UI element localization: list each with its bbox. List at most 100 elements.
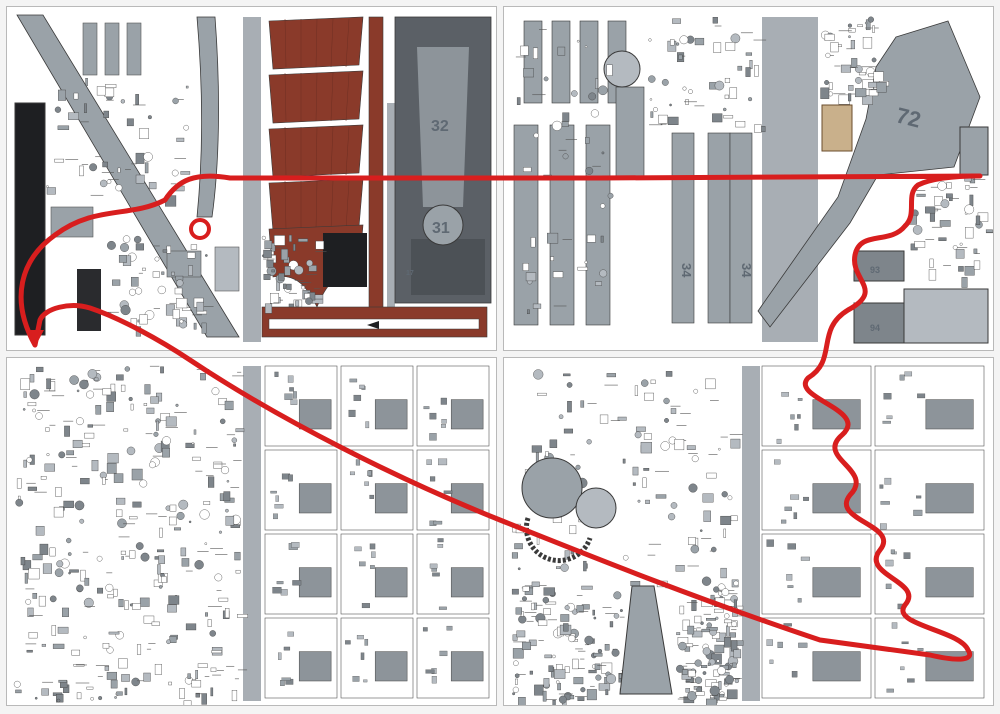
round-part — [576, 39, 580, 43]
round-part — [96, 555, 103, 562]
small-part — [56, 694, 64, 703]
small-part — [678, 54, 683, 60]
small-part — [552, 271, 564, 278]
round-part — [824, 80, 830, 85]
small-part — [15, 689, 22, 694]
part-number-31: 31 — [432, 220, 450, 237]
small-part — [53, 506, 64, 518]
small-part — [522, 586, 530, 592]
round-part — [25, 598, 32, 605]
round-part — [855, 76, 862, 84]
small-part — [118, 255, 127, 263]
small-part — [135, 152, 145, 164]
small-part — [292, 580, 302, 586]
small-part — [27, 402, 37, 407]
small-part — [899, 374, 905, 381]
round-part — [660, 441, 670, 451]
small-part — [288, 234, 292, 242]
small-part — [723, 115, 734, 119]
round-part — [131, 677, 140, 687]
small-part — [675, 565, 685, 572]
round-part — [178, 499, 189, 510]
small-part — [858, 72, 866, 76]
small-part — [201, 693, 207, 705]
small-part — [176, 298, 188, 309]
round-part — [99, 179, 108, 188]
small-part — [886, 415, 893, 420]
small-part — [131, 468, 143, 481]
round-part — [135, 542, 144, 550]
small-part — [522, 263, 529, 271]
small-strip — [104, 22, 120, 76]
small-part — [431, 676, 437, 684]
round-part — [670, 502, 678, 509]
small-part — [180, 547, 187, 557]
small-part — [724, 77, 731, 83]
small-part — [136, 644, 142, 655]
long-strip — [671, 132, 695, 324]
small-part — [135, 243, 144, 251]
round-part — [13, 680, 21, 688]
small-part — [91, 460, 99, 472]
round-part — [176, 279, 184, 287]
small-part — [233, 443, 236, 447]
small-part — [363, 679, 368, 683]
round-part — [66, 537, 72, 544]
small-part — [315, 240, 325, 250]
small-part — [688, 537, 696, 545]
small-part — [563, 428, 574, 434]
small-part — [724, 94, 729, 99]
small-part — [28, 632, 38, 639]
round-part — [584, 45, 588, 48]
small-part — [547, 232, 559, 244]
round-part — [590, 109, 599, 118]
small-part — [49, 547, 56, 557]
round-part — [305, 297, 313, 305]
small-part — [599, 414, 609, 424]
small-part — [283, 646, 291, 651]
small-part — [885, 559, 894, 567]
small-part — [429, 563, 438, 569]
small-part — [605, 689, 609, 696]
round-part — [730, 33, 741, 44]
round-part — [105, 583, 114, 592]
small-part — [946, 182, 952, 189]
small-part — [234, 551, 241, 561]
grey-part — [50, 206, 94, 238]
round-part — [940, 199, 950, 209]
round-part — [724, 613, 730, 619]
small-part — [354, 546, 362, 552]
small-part — [797, 598, 802, 603]
panel-fill — [374, 483, 408, 514]
small-part — [429, 433, 437, 441]
small-part — [676, 632, 681, 636]
small-part — [278, 273, 285, 281]
round-part — [513, 660, 519, 667]
small-part — [352, 676, 360, 682]
sheet-top-left-drawing: 32 31 17 — [14, 14, 492, 342]
small-part — [969, 194, 974, 206]
round-part — [129, 603, 133, 607]
small-part — [634, 385, 638, 396]
small-part — [670, 408, 677, 414]
small-part — [604, 644, 610, 651]
small-part — [643, 433, 652, 440]
round-part — [595, 674, 602, 681]
small-part — [349, 378, 358, 383]
round-part — [46, 453, 50, 457]
small-part — [725, 42, 736, 51]
panel-fill — [374, 567, 408, 598]
small-part — [512, 648, 524, 659]
small-part — [190, 244, 198, 250]
round-part — [76, 584, 84, 592]
round-part — [98, 696, 103, 701]
small-part — [135, 326, 142, 337]
small-part — [185, 623, 197, 631]
small-part — [848, 28, 856, 33]
small-part — [38, 595, 46, 607]
small-part — [57, 626, 69, 634]
small-part — [916, 193, 926, 197]
round-part — [89, 163, 98, 172]
small-part — [429, 412, 437, 420]
small-part — [370, 565, 375, 569]
